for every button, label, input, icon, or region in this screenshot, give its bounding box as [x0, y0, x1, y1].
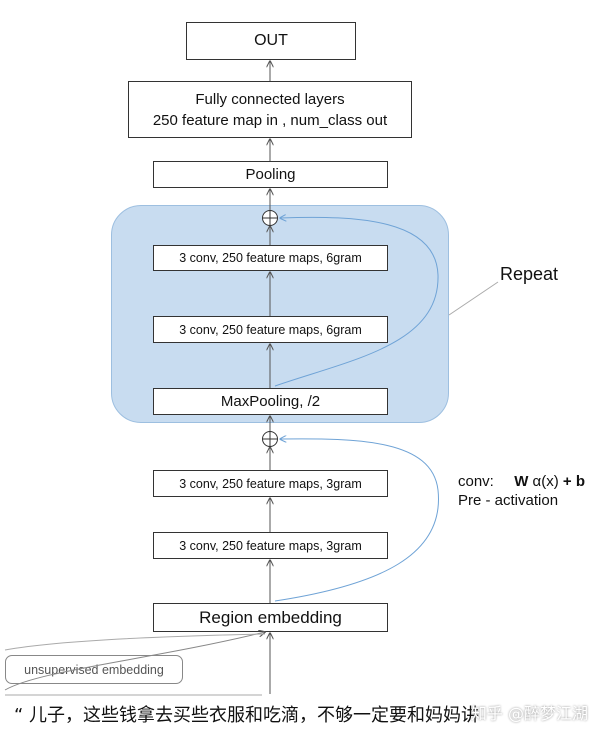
conv-weight-symbol: W: [514, 473, 529, 490]
sum-node-bottom: [262, 431, 278, 447]
unsupervised-feed-line: [4, 632, 265, 691]
unsupervised-feed-line-2: [4, 633, 266, 651]
fc-label-line1: Fully connected layers: [195, 90, 345, 108]
out-label: OUT: [254, 32, 288, 49]
conv-prefix: conv:: [458, 473, 494, 490]
repeat-label: Repeat: [500, 264, 559, 284]
out-node: OUT: [186, 22, 356, 60]
pre-activation-label: Pre - activation: [458, 492, 559, 509]
skip-connection-repeat: [274, 217, 439, 387]
sum-node-top: [262, 210, 278, 226]
repeat-callout-line: [448, 281, 499, 316]
fc-label-line2: 250 feature map in , num_class out: [152, 111, 388, 129]
conv6-top-label: 3 conv, 250 feature maps, 6gram: [179, 251, 362, 265]
conv3-top-node: 3 conv, 250 feature maps, 3gram: [153, 470, 388, 497]
repeat-block-panel: [111, 205, 449, 423]
region-embedding-label: Region embedding: [199, 607, 342, 627]
conv-bias-symbol: + b: [562, 473, 585, 490]
conv-activation: α(x): [532, 473, 559, 490]
caption-text: “ 儿子，这些钱拿去买些衣服和吃滴，不够一定要和妈妈讲: [14, 705, 480, 726]
conv6-top-node: 3 conv, 250 feature maps, 6gram: [153, 245, 388, 271]
conv3-bottom-node: 3 conv, 250 feature maps, 3gram: [153, 532, 388, 559]
maxpool-node: MaxPooling, /2: [153, 388, 388, 415]
pooling-node: Pooling: [153, 161, 388, 188]
pooling-label: Pooling: [245, 166, 296, 183]
conv-formula: conv: W α(x) + b: [458, 473, 585, 490]
conv3-bottom-label: 3 conv, 250 feature maps, 3gram: [179, 538, 362, 553]
skip-connection-bottom: [274, 439, 439, 602]
conv6-bottom-node: 3 conv, 250 feature maps, 6gram: [153, 316, 388, 343]
conv6-bottom-label: 3 conv, 250 feature maps, 6gram: [179, 322, 362, 337]
fully-connected-node: Fully connected layers 250 feature map i…: [128, 81, 412, 138]
conv3-top-label: 3 conv, 250 feature maps, 3gram: [179, 476, 362, 491]
watermark-text: 知乎 @醉梦江湖: [470, 704, 588, 723]
maxpool-label: MaxPooling, /2: [220, 393, 321, 410]
region-embedding-node: Region embedding: [153, 603, 388, 632]
